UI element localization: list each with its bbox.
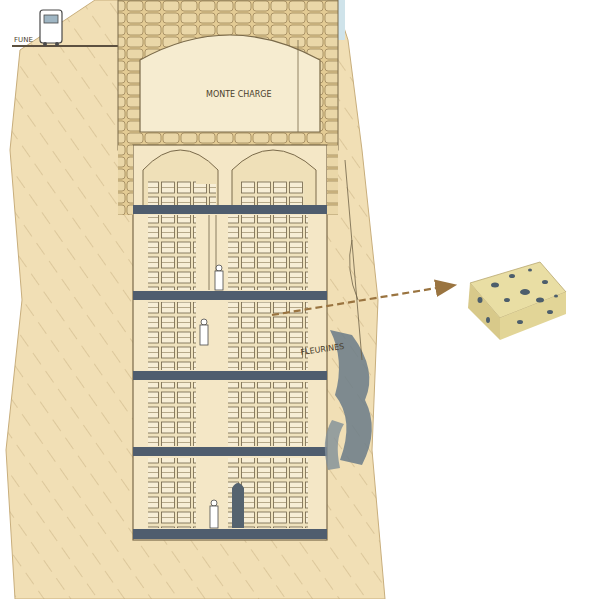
lift-label: MONTE CHARGE <box>206 90 272 99</box>
funicular-label: FUNE <box>14 36 33 44</box>
